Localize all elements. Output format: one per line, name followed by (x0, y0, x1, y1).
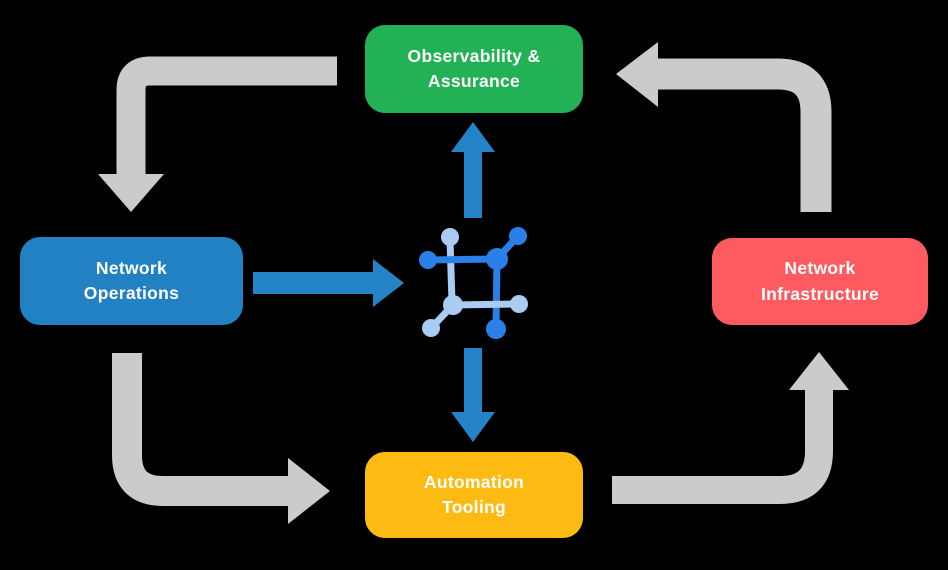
arrow-shaft (116, 56, 337, 176)
node-automation-tooling: Automation Tooling (365, 452, 583, 538)
node-observability-assurance: Observability & Assurance (365, 25, 583, 113)
arrow-shaft (612, 389, 833, 504)
arrow-operations-to-automation (112, 353, 330, 524)
icon-node (422, 319, 440, 337)
arrow-automation-to-infrastructure (612, 352, 849, 504)
node-network-operations: Network Operations (20, 237, 243, 325)
icon-node (510, 295, 528, 313)
node-label: Network Infrastructure (761, 258, 879, 304)
arrow-head-left-icon (616, 42, 658, 107)
arrow-observability-to-operations (98, 56, 337, 212)
icon-node (486, 319, 506, 339)
icon-link (492, 258, 501, 328)
arrow-center-to-observability (451, 122, 495, 218)
icon-link (427, 255, 498, 264)
arrow-shaft (657, 58, 832, 212)
arrow-shaft (112, 353, 290, 506)
arrow-center-to-automation (451, 348, 495, 442)
icon-node (509, 227, 527, 245)
arrow-infrastructure-to-observability (616, 42, 832, 212)
arrow-head-up-icon (789, 352, 849, 390)
icon-node (441, 228, 459, 246)
network-mesh-icon (419, 227, 528, 339)
icon-link (452, 300, 516, 309)
arrow-head-down-icon (98, 174, 164, 212)
node-label: Automation Tooling (423, 471, 525, 517)
icon-link (446, 239, 456, 303)
node-label: Network Operations (83, 257, 180, 303)
arrow-operations-to-center (253, 259, 404, 307)
node-label: Observability & Assurance (407, 45, 541, 91)
arrow-head-right-icon (288, 458, 330, 524)
node-network-infrastructure: Network Infrastructure (712, 238, 928, 325)
